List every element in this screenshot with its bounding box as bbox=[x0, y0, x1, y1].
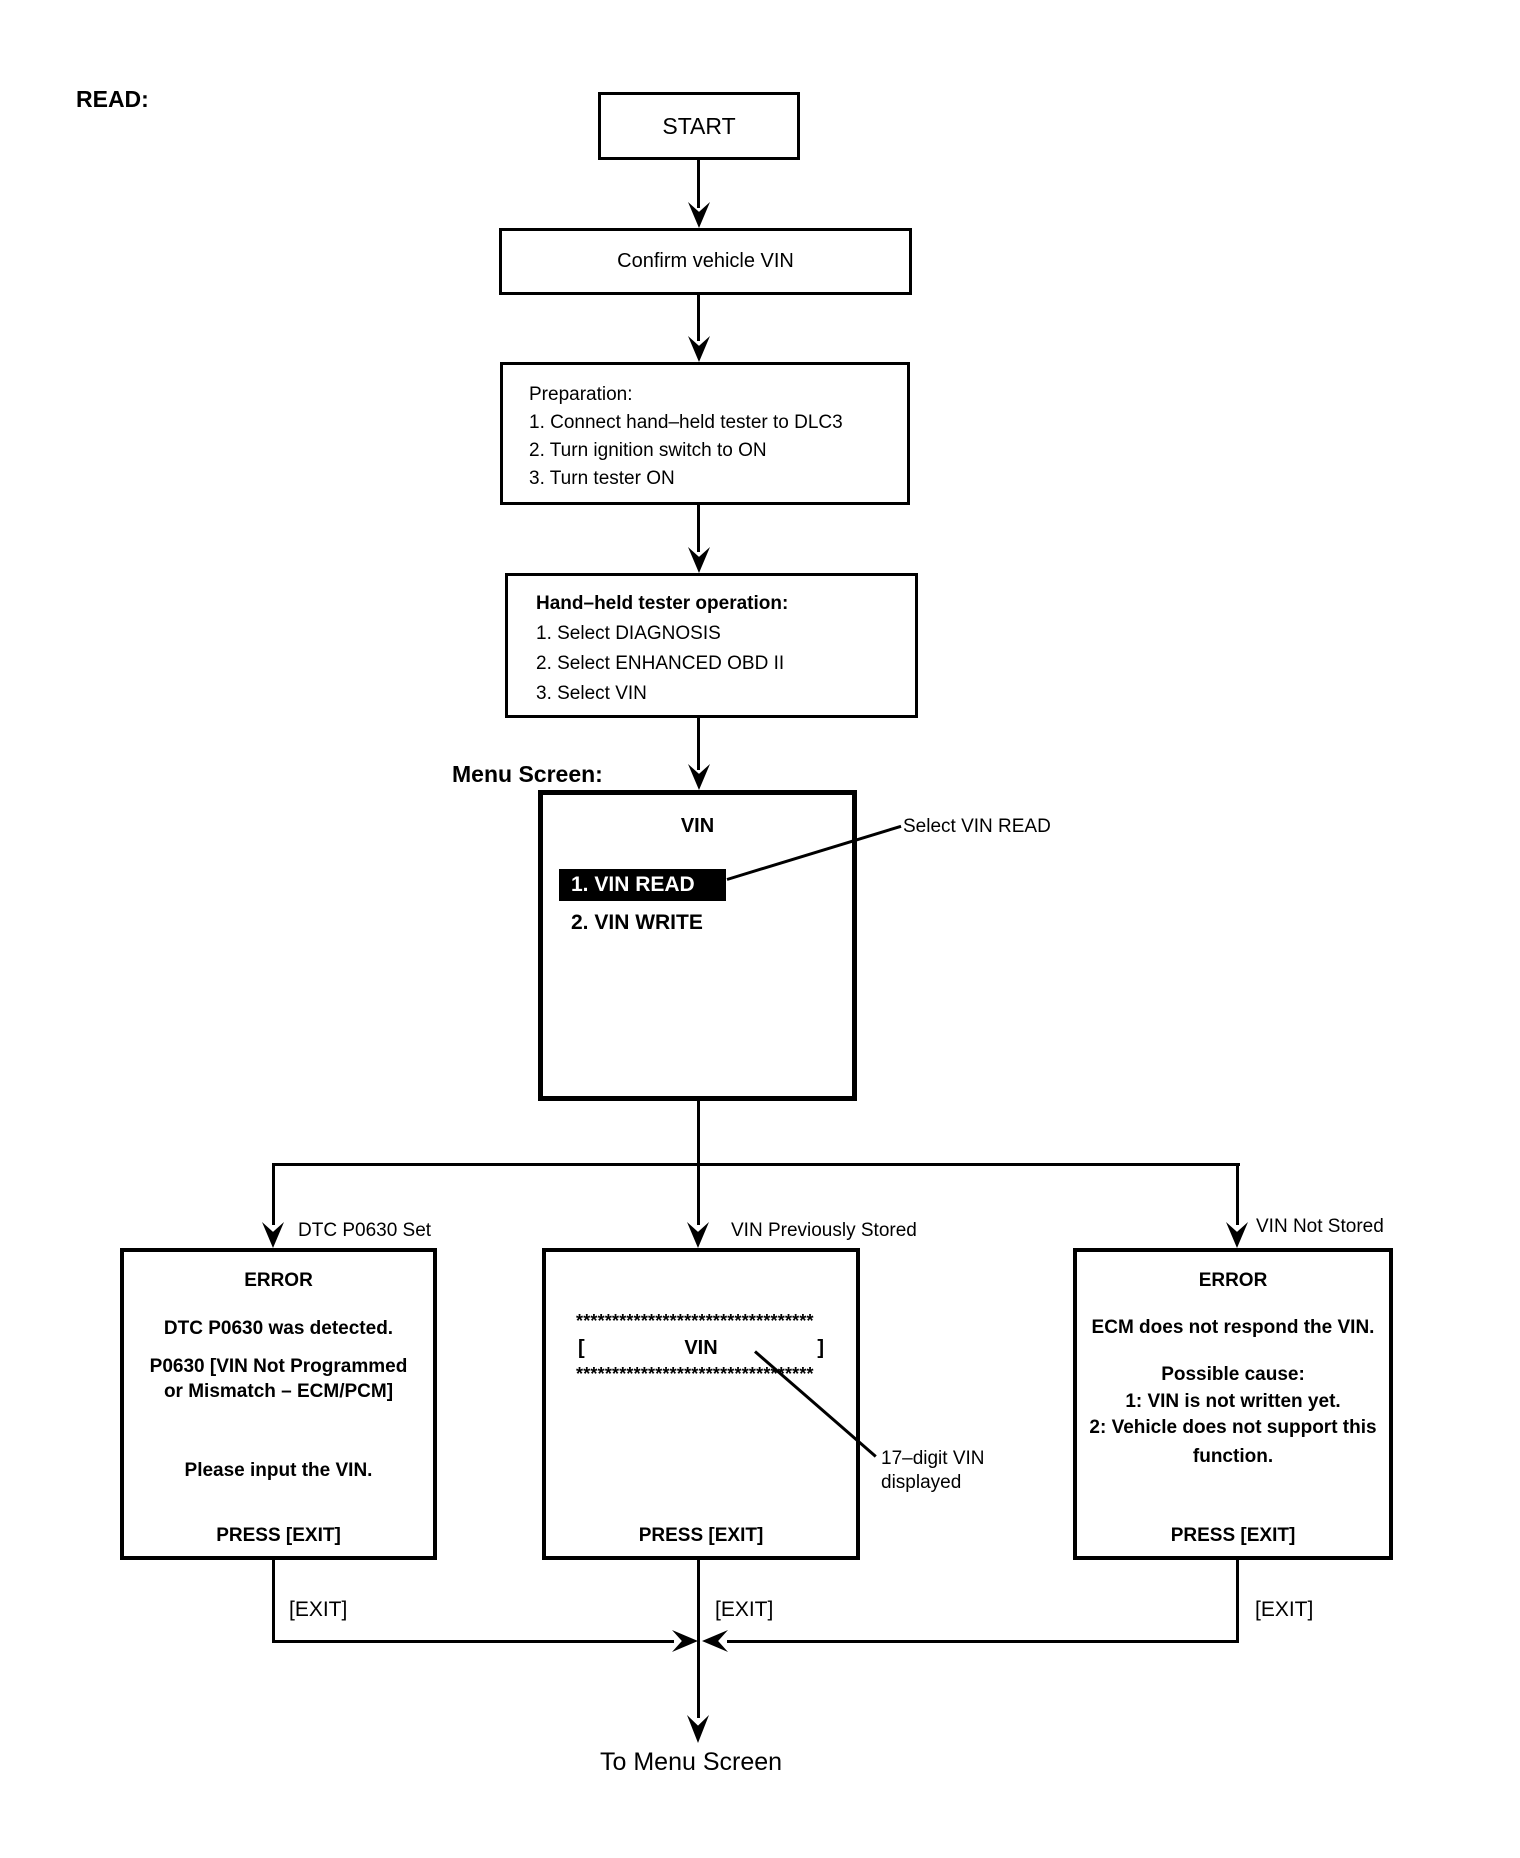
connector-menu-branch bbox=[697, 1101, 700, 1165]
error-text: or Mismatch – ECM/PCM] bbox=[163, 1381, 394, 1402]
connector-branch-right bbox=[1236, 1163, 1239, 1225]
connector-exit-left-horizontal bbox=[272, 1640, 674, 1643]
connector-exit-left bbox=[272, 1560, 275, 1643]
start-node-label: START bbox=[662, 112, 736, 139]
tester-operation-title: Hand–held tester operation: bbox=[536, 593, 789, 614]
error-text: 2: Vehicle does not support this bbox=[1089, 1417, 1377, 1438]
error-title: ERROR bbox=[244, 1270, 313, 1291]
exit-label-left: [EXIT] bbox=[289, 1598, 348, 1621]
preparation-title: Preparation: bbox=[529, 384, 633, 405]
exit-label-middle: [EXIT] bbox=[715, 1598, 774, 1621]
menu-screen-node: VIN 1. VIN READ 2. VIN WRITE bbox=[538, 790, 857, 1101]
preparation-step: 1. Connect hand–held tester to DLC3 bbox=[529, 412, 843, 433]
menu-screen-heading: Menu Screen: bbox=[452, 761, 603, 787]
vin-value: VIN bbox=[684, 1337, 718, 1359]
error-title: ERROR bbox=[1198, 1270, 1268, 1291]
read-heading: READ: bbox=[76, 86, 149, 112]
bracket-open: [ bbox=[578, 1337, 585, 1359]
arrow-left-icon bbox=[702, 1630, 728, 1652]
connector-branch-middle bbox=[697, 1163, 700, 1225]
connector-confirm-preparation bbox=[697, 295, 700, 341]
tester-operation-step: 2. Select ENHANCED OBD II bbox=[536, 653, 785, 674]
connector-exit-right-horizontal bbox=[727, 1640, 1239, 1643]
error-text: Possible cause: bbox=[1161, 1364, 1305, 1385]
error-text: DTC P0630 was detected. bbox=[163, 1318, 394, 1339]
menu-item-vin-write: 2. VIN WRITE bbox=[571, 911, 703, 934]
error-text: function. bbox=[1192, 1446, 1274, 1467]
branch-line bbox=[272, 1163, 1240, 1166]
stars-row: ********************************* bbox=[576, 1311, 814, 1331]
press-exit-text: PRESS [EXIT] bbox=[216, 1525, 341, 1546]
preparation-node: Preparation: 1. Connect hand–held tester… bbox=[500, 362, 910, 505]
preparation-step: 3. Turn tester ON bbox=[529, 468, 675, 489]
error-text: Please input the VIN. bbox=[184, 1460, 373, 1481]
error-text: ECM does not respond the VIN. bbox=[1091, 1317, 1375, 1338]
confirm-vin-node: Confirm vehicle VIN bbox=[499, 228, 912, 295]
to-menu-screen-label: To Menu Screen bbox=[600, 1748, 783, 1776]
start-node: START bbox=[598, 92, 800, 160]
connector-exit-middle bbox=[697, 1560, 700, 1718]
error-box-dtc: ERROR DTC P0630 was detected. P0630 [VIN… bbox=[120, 1248, 437, 1560]
stars-row: ********************************* bbox=[576, 1364, 814, 1384]
connector-preparation-tester bbox=[697, 505, 700, 552]
confirm-vin-label: Confirm vehicle VIN bbox=[617, 250, 794, 272]
menu-item-vin-read-label: 1. VIN READ bbox=[571, 873, 695, 896]
preparation-step: 2. Turn ignition switch to ON bbox=[529, 440, 767, 461]
connector-tester-menu bbox=[697, 718, 700, 770]
select-vin-read-callout: Select VIN READ bbox=[903, 816, 1051, 837]
error-text: P0630 [VIN Not Programmed bbox=[149, 1356, 408, 1377]
menu-item-vin-read: 1. VIN READ bbox=[559, 869, 726, 901]
menu-title: VIN bbox=[680, 815, 715, 837]
connector-branch-left bbox=[272, 1163, 275, 1225]
arrow-down-icon bbox=[687, 1222, 709, 1248]
tester-operation-step: 3. Select VIN bbox=[536, 683, 647, 704]
vin-digits-callout-line2: displayed bbox=[881, 1472, 962, 1493]
press-exit-text: PRESS [EXIT] bbox=[1170, 1525, 1296, 1546]
arrow-down-icon bbox=[262, 1222, 284, 1248]
branch-label-dtc-set: DTC P0630 Set bbox=[298, 1220, 432, 1241]
press-exit-text: PRESS [EXIT] bbox=[638, 1525, 764, 1546]
error-text: 1: VIN is not written yet. bbox=[1125, 1391, 1341, 1412]
arrow-down-icon bbox=[1226, 1222, 1248, 1248]
error-box-no-response: ERROR ECM does not respond the VIN. Poss… bbox=[1073, 1248, 1393, 1560]
arrow-right-icon bbox=[672, 1630, 698, 1652]
vin-display-row: [ VIN ] bbox=[578, 1337, 824, 1360]
connector-exit-right bbox=[1236, 1560, 1239, 1643]
branch-label-vin-not-stored: VIN Not Stored bbox=[1256, 1216, 1384, 1237]
connector-start-confirm bbox=[697, 160, 700, 208]
bracket-close: ] bbox=[817, 1337, 824, 1359]
vin-display-box: ********************************* [ VIN … bbox=[542, 1248, 860, 1560]
vin-digits-callout-line1: 17–digit VIN bbox=[881, 1448, 985, 1469]
tester-operation-step: 1. Select DIAGNOSIS bbox=[536, 623, 721, 644]
exit-label-right: [EXIT] bbox=[1255, 1598, 1314, 1621]
tester-operation-node: Hand–held tester operation: 1. Select DI… bbox=[505, 573, 918, 718]
branch-label-vin-stored: VIN Previously Stored bbox=[731, 1220, 917, 1241]
arrow-down-icon bbox=[687, 1715, 709, 1743]
